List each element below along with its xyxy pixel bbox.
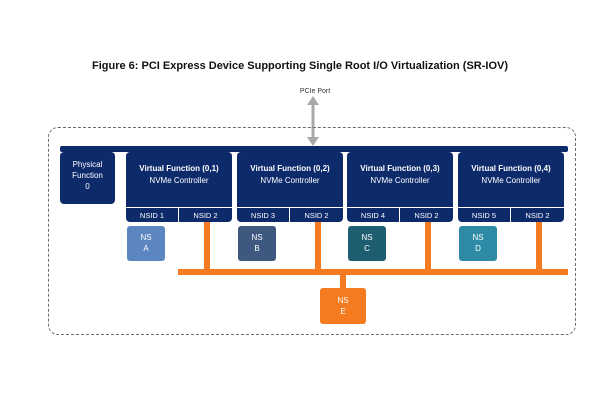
ns-line1: NS (472, 233, 484, 242)
pf-line2: Function (72, 171, 103, 180)
nsid-cell: NSID 2 (511, 207, 564, 222)
pf-line1: Physical (72, 160, 103, 169)
ns-line1: NS (361, 233, 373, 242)
shared-link-vf2 (315, 222, 321, 272)
nsid-cell: NSID 5 (458, 207, 511, 222)
internal-bus (60, 146, 568, 152)
physical-function-0: Physical Function 0 (60, 152, 115, 204)
vf-title: Virtual Function (0,2) (250, 164, 330, 173)
namespace-b: NS B (238, 226, 276, 261)
ns-line2: E (340, 307, 346, 316)
shared-namespace-bus (178, 269, 568, 275)
ns-line2: C (364, 244, 370, 253)
ns-line1: NS (251, 233, 263, 242)
nsid-cell: NSID 4 (347, 207, 400, 222)
vf-subtitle: NVMe Controller (149, 176, 209, 185)
shared-link-ns-e (340, 275, 346, 289)
nsid-cell: NSID 3 (237, 207, 290, 222)
shared-link-vf4 (536, 222, 542, 272)
virtual-function-0-1: Virtual Function (0,1) NVMe Controller N… (126, 152, 232, 222)
namespace-a: NS A (127, 226, 165, 261)
nsid-cell: NSID 2 (179, 207, 232, 222)
vf-subtitle: NVMe Controller (481, 176, 541, 185)
vf-subtitle: NVMe Controller (370, 176, 430, 185)
shared-link-vf1 (204, 222, 210, 272)
nsid-cell: NSID 2 (400, 207, 453, 222)
pcie-port-label: PCIe Port (299, 88, 331, 95)
virtual-function-0-2: Virtual Function (0,2) NVMe Controller N… (237, 152, 343, 222)
virtual-function-0-4: Virtual Function (0,4) NVMe Controller N… (458, 152, 564, 222)
ns-line1: NS (337, 296, 349, 305)
ns-line2: D (475, 244, 481, 253)
shared-link-vf3 (425, 222, 431, 272)
namespace-c: NS C (348, 226, 386, 261)
ns-line2: B (254, 244, 260, 253)
pcie-port-arrow-icon (307, 96, 319, 146)
vf-title: Virtual Function (0,3) (360, 164, 440, 173)
ns-line1: NS (140, 233, 152, 242)
nsid-cell: NSID 1 (126, 207, 179, 222)
vf-title: Virtual Function (0,1) (139, 164, 219, 173)
vf-subtitle: NVMe Controller (260, 176, 320, 185)
namespace-e: NS E (320, 288, 366, 324)
ns-line2: A (143, 244, 149, 253)
virtual-function-0-3: Virtual Function (0,3) NVMe Controller N… (347, 152, 453, 222)
figure-title: Figure 6: PCI Express Device Supporting … (91, 60, 509, 72)
pf-line3: 0 (85, 182, 90, 191)
namespace-d: NS D (459, 226, 497, 261)
nsid-cell: NSID 2 (290, 207, 343, 222)
device-boundary (48, 127, 576, 335)
vf-title: Virtual Function (0,4) (471, 164, 551, 173)
